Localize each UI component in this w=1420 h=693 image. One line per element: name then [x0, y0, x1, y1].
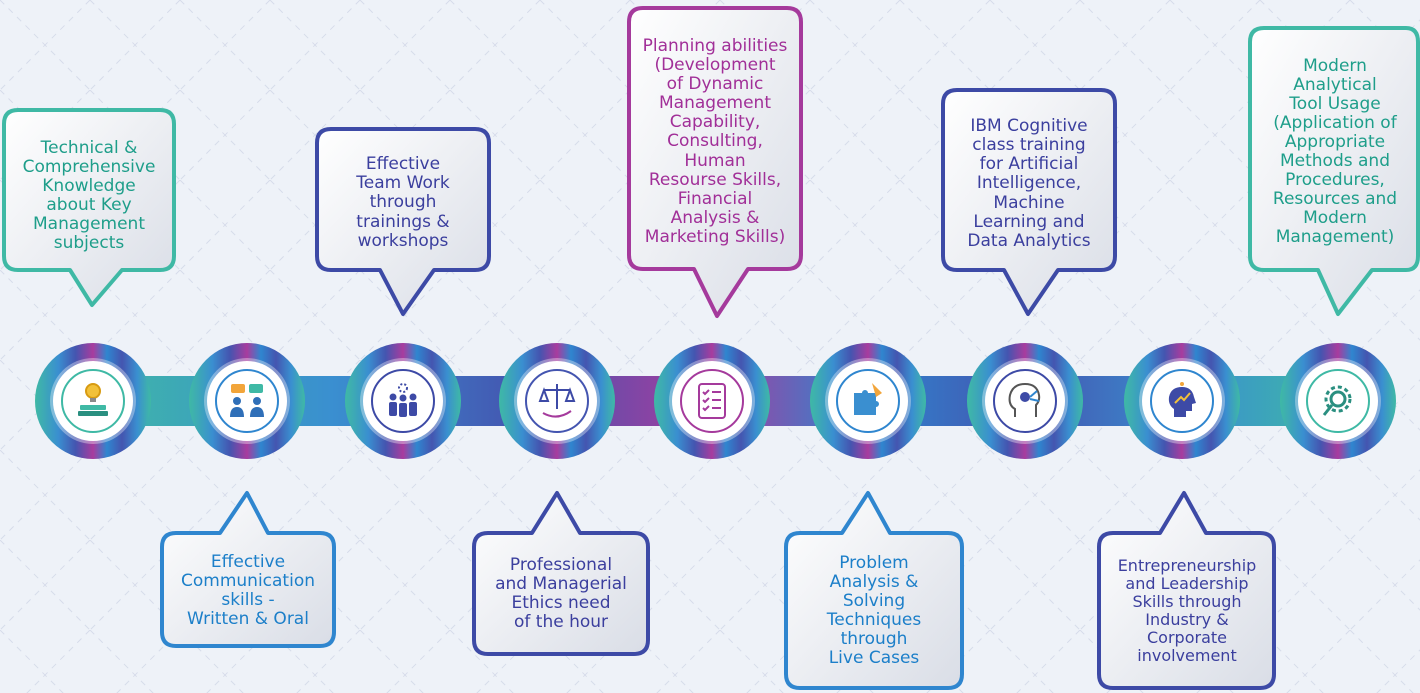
node-9: [1298, 361, 1378, 441]
top-item-2-text: Effective Team Work through trainings & …: [356, 154, 450, 251]
node-6: [828, 361, 908, 441]
scales-of-justice-icon: [538, 384, 576, 418]
growth-head-icon: [1168, 382, 1196, 417]
team-gear-icon: [389, 383, 417, 417]
checklist-icon: [698, 383, 726, 419]
bottom-item-4-text: Entrepreneurship and Leadership Skills t…: [1117, 556, 1257, 665]
gear-magnifier-icon: [1322, 385, 1352, 416]
discussion-icon: [230, 384, 264, 417]
node-4: [517, 361, 597, 441]
node-2: [207, 361, 287, 441]
node-5: [672, 361, 752, 441]
node-7: [985, 361, 1065, 441]
node-8: [1142, 361, 1222, 441]
top-item-4-text: IBM Cognitive class training for Artific…: [967, 116, 1091, 251]
ai-brain-icon: [1008, 382, 1041, 417]
top-item-5-text: Modern Analytical Tool Usage (Applicatio…: [1272, 55, 1398, 248]
node-1: [53, 361, 133, 441]
puzzle-hand-icon: [854, 383, 882, 415]
top-item-1-text: Technical & Comprehensive Knowledge abou…: [22, 137, 156, 254]
lightbulb-books-icon: [78, 383, 108, 416]
bottom-item-2-text: Professional and Managerial Ethics need …: [495, 554, 627, 633]
node-3: [363, 361, 443, 441]
bottom-item-1-text: Effective Communication skills - Written…: [181, 551, 315, 630]
top-item-3-text: Planning abilities (Development of Dynam…: [642, 36, 788, 247]
bottom-item-3-text: Problem Analysis & Solving Techniques th…: [826, 552, 922, 669]
